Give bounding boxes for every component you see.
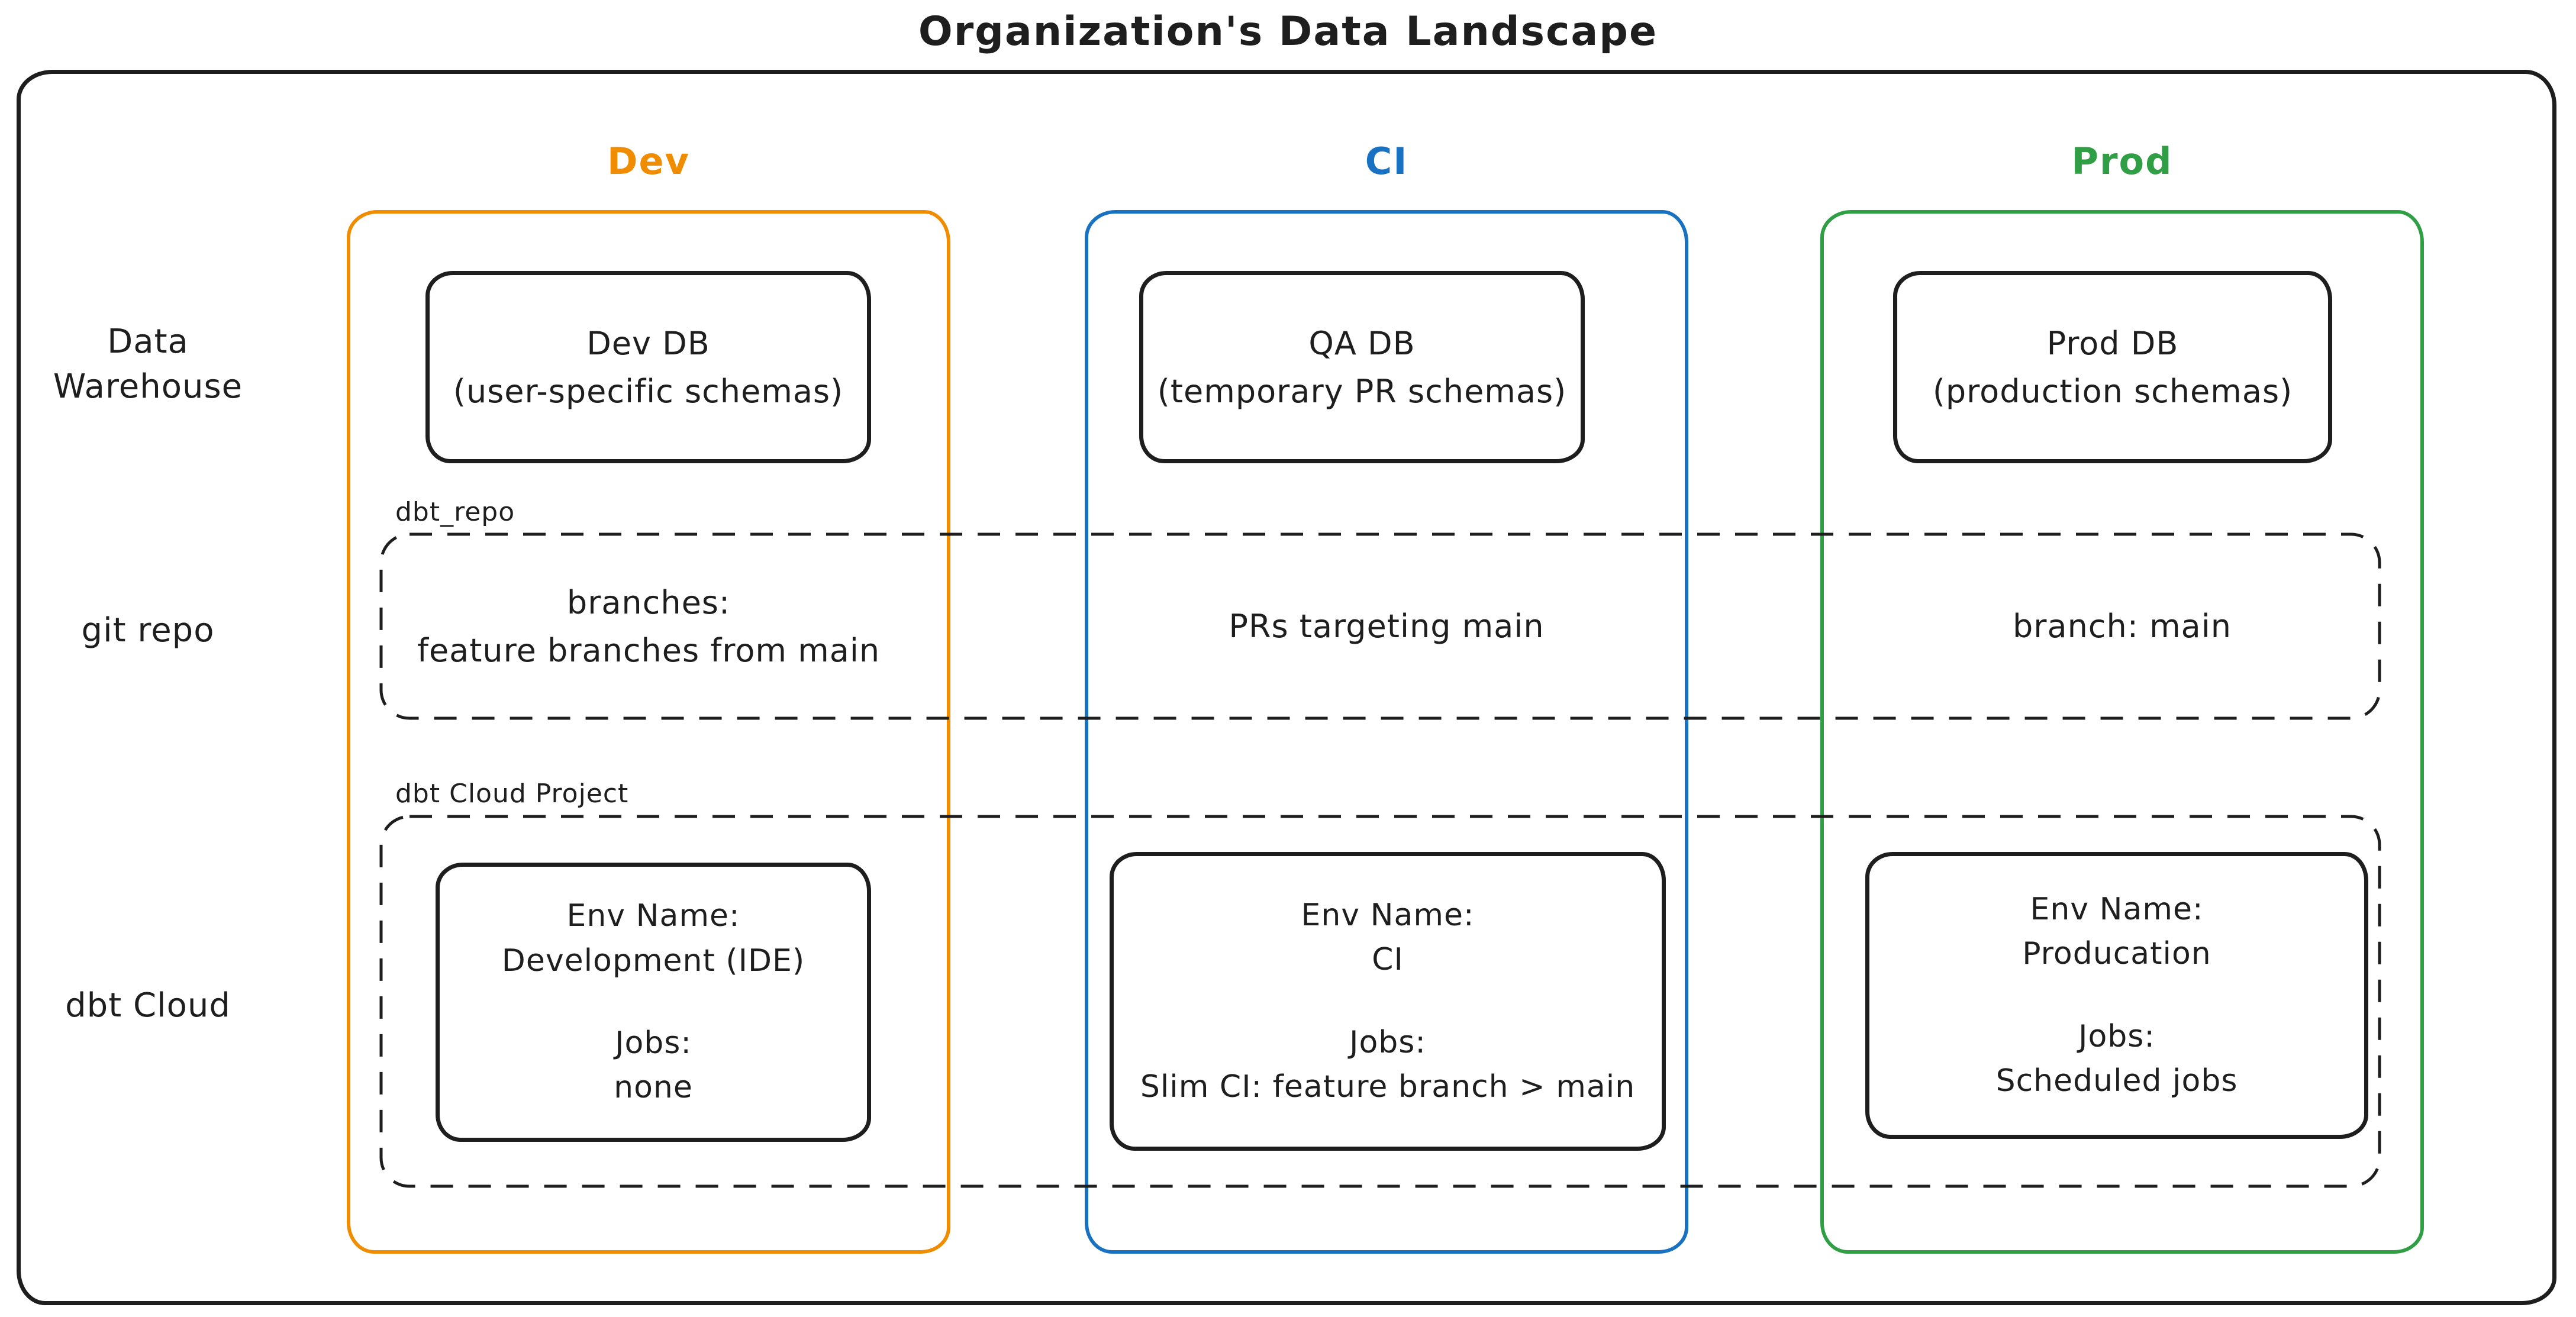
row-label-git-repo: git repo — [81, 611, 215, 650]
dev-db-detail: (user-specific schemas) — [453, 372, 844, 410]
jobs-value: Slim CI: feature branch > main — [1140, 1069, 1636, 1105]
jobs-value: none — [614, 1070, 693, 1106]
env-name-value: CI — [1372, 942, 1404, 978]
qa-db-name: QA DB — [1308, 324, 1416, 362]
row-label-data-warehouse: Data Warehouse — [53, 322, 243, 406]
column-ci — [1085, 210, 1688, 1254]
env-name-value: Development (IDE) — [501, 942, 805, 979]
qa-db-box: QA DB (temporary PR schemas) — [1139, 271, 1585, 463]
git-repo-ci-line1: PRs targeting main — [1229, 608, 1545, 645]
git-repo-dev-line2: feature branches from main — [417, 631, 881, 669]
git-repo-dev-line1: branches: — [566, 583, 731, 621]
dbt-cloud-group-label: dbt Cloud Project — [395, 779, 629, 809]
env-name-label: Env Name: — [2030, 891, 2204, 927]
dev-db-box: Dev DB (user-specific schemas) — [425, 271, 871, 463]
git-repo-group-label: dbt_repo — [395, 497, 515, 527]
column-header-prod: Prod — [2071, 140, 2173, 183]
column-header-ci: CI — [1365, 140, 1408, 183]
env-name-label: Env Name: — [1301, 897, 1475, 933]
diagram-title: Organization's Data Landscape — [918, 8, 1658, 55]
dbt-cloud-env-box-dev: Env Name: Development (IDE) Jobs: none — [436, 863, 871, 1142]
dbt-cloud-env-box-prod: Env Name: Producation Jobs: Scheduled jo… — [1865, 852, 2368, 1139]
dbt-cloud-env-box-ci: Env Name: CI Jobs: Slim CI: feature bran… — [1110, 852, 1666, 1151]
qa-db-detail: (temporary PR schemas) — [1157, 372, 1567, 410]
env-name-value: Producation — [2022, 936, 2211, 972]
env-name-label: Env Name: — [566, 898, 740, 934]
outer-frame — [17, 70, 2556, 1305]
jobs-value: Scheduled jobs — [1995, 1063, 2238, 1099]
git-repo-cell-prod: branch: main — [1820, 534, 2424, 718]
row-label-dbt-cloud: dbt Cloud — [65, 986, 231, 1025]
git-repo-cell-ci: PRs targeting main — [1085, 534, 1688, 718]
column-header-dev: Dev — [607, 140, 690, 183]
column-prod — [1820, 210, 2424, 1254]
prod-db-name: Prod DB — [2046, 324, 2179, 362]
git-repo-prod-line1: branch: main — [2013, 608, 2232, 645]
prod-db-detail: (production schemas) — [1932, 372, 2293, 410]
git-repo-cell-dev: branches: feature branches from main — [347, 534, 950, 718]
column-dev — [347, 210, 950, 1254]
jobs-label: Jobs: — [1349, 1024, 1426, 1060]
jobs-label: Jobs: — [615, 1025, 692, 1061]
prod-db-box: Prod DB (production schemas) — [1893, 271, 2332, 463]
dev-db-name: Dev DB — [586, 324, 710, 362]
jobs-label: Jobs: — [2078, 1018, 2155, 1054]
